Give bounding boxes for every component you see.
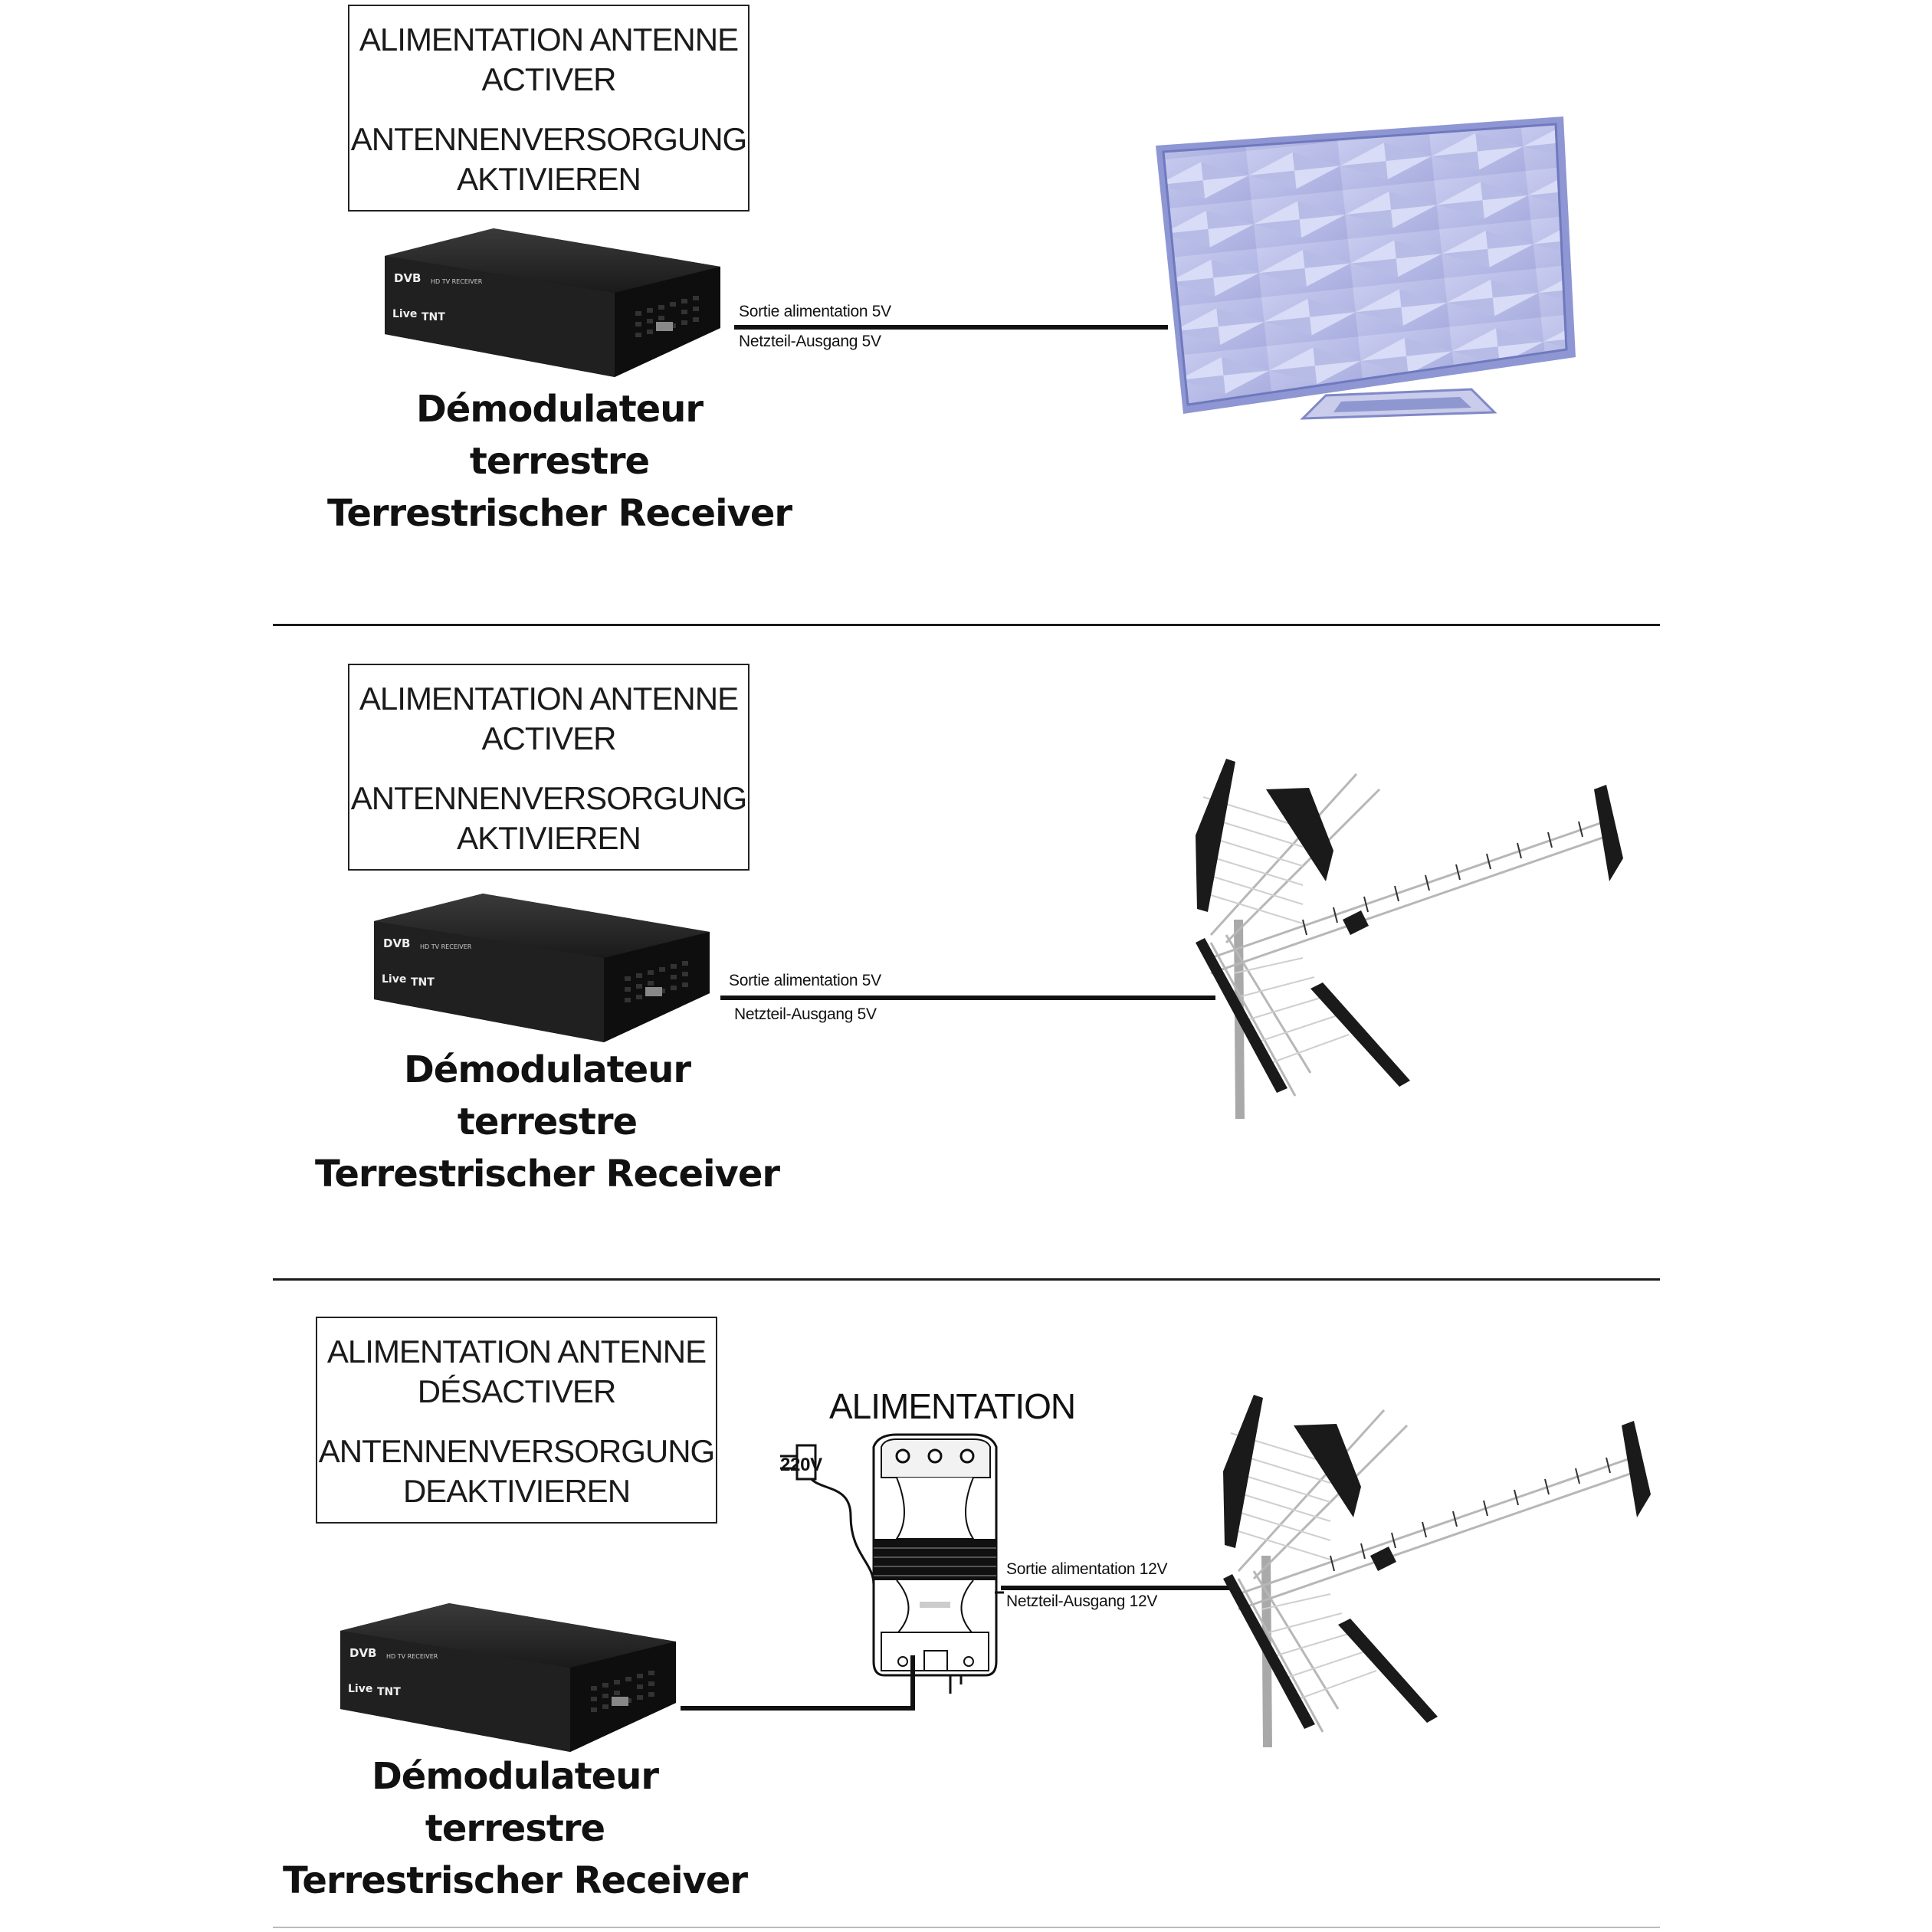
- notice-line: ANTENNENVERSORGUNG: [350, 121, 747, 157]
- receiver-model-text: HD TV RECEIVER: [386, 1653, 438, 1660]
- receiver-logo-tnt: TNT: [421, 311, 445, 323]
- power-supply-title: ALIMENTATION: [829, 1386, 1076, 1426]
- cable-line-2: [720, 996, 1215, 1000]
- notice-line: ALIMENTATION ANTENNE: [326, 1333, 707, 1369]
- cable-label-top-1: Sortie alimentation 5V: [739, 303, 891, 320]
- receiver-model-text: HD TV RECEIVER: [420, 943, 472, 950]
- cable-line-1: [734, 325, 1168, 330]
- notice-line: AKTIVIEREN: [457, 161, 641, 197]
- receiver-logo-live: Live: [348, 1683, 372, 1695]
- cable-label-bottom-3: Netzteil-Ausgang 12V: [1006, 1593, 1158, 1610]
- receiver-brand-text: DVB: [349, 1646, 377, 1660]
- cable-label-bottom-2: Netzteil-Ausgang 5V: [734, 1005, 877, 1023]
- outdoor-antenna-illustration: [1223, 1395, 1651, 1748]
- receiver-brand-text: DVB: [394, 271, 421, 285]
- cable-label-bottom-1: Netzteil-Ausgang 5V: [739, 333, 881, 350]
- notice-line: ANTENNENVERSORGUNG: [318, 1433, 715, 1469]
- notice-box-2: ALIMENTATION ANTENNE ACTIVER ANTENNENVER…: [348, 664, 750, 871]
- notice-line: DÉSACTIVER: [417, 1373, 616, 1409]
- notice-box-3: ALIMENTATION ANTENNE DÉSACTIVER ANTENNEN…: [316, 1317, 717, 1524]
- power-supply-illustration: [780, 1433, 1004, 1694]
- bottom-rule: [273, 1927, 1660, 1928]
- receiver-illustration-1: DVB HD TV RECEIVER Live TNT: [385, 228, 720, 377]
- receiver-model-text: HD TV RECEIVER: [431, 278, 483, 285]
- notice-line: DEAKTIVIEREN: [402, 1473, 631, 1509]
- cable-label-top-2: Sortie alimentation 5V: [729, 972, 881, 989]
- notice-box-1: ALIMENTATION ANTENNE ACTIVER ANTENNENVER…: [348, 5, 750, 212]
- receiver-brand-text: DVB: [383, 936, 411, 950]
- receiver-illustration-2: DVB HD TV RECEIVER Live TNT: [374, 894, 710, 1042]
- receiver-logo-tnt: TNT: [411, 976, 435, 989]
- notice-line: AKTIVIEREN: [457, 820, 641, 856]
- receiver-logo-live: Live: [392, 308, 417, 320]
- receiver-logo-tnt: TNT: [377, 1686, 401, 1698]
- section-divider: [273, 1278, 1660, 1281]
- receiver-caption-3: Démodulateur terrestre Terrestrischer Re…: [277, 1750, 753, 1907]
- section-divider: [273, 624, 1660, 626]
- flat-antenna-illustration: [1156, 116, 1576, 420]
- receiver-caption-fr: Démodulateur terrestre: [371, 1755, 659, 1850]
- notice-line: ALIMENTATION ANTENNE: [359, 681, 739, 717]
- receiver-illustration-3: DVB HD TV RECEIVER Live TNT: [340, 1603, 676, 1752]
- receiver-caption-de: Terrestrischer Receiver: [314, 1153, 780, 1196]
- cable-receiver-to-psu: [681, 1706, 915, 1711]
- notice-line: ACTIVER: [481, 61, 616, 97]
- receiver-caption-1: Démodulateur terrestre Terrestrischer Re…: [322, 383, 797, 540]
- receiver-logo-live: Live: [382, 973, 406, 986]
- receiver-caption-de: Terrestrischer Receiver: [282, 1859, 748, 1902]
- cable-psu-to-antenna: [1001, 1586, 1231, 1590]
- outdoor-antenna-illustration: [1196, 759, 1623, 1120]
- mains-voltage-label: 220V: [780, 1455, 822, 1475]
- receiver-caption-fr: Démodulateur terrestre: [403, 1048, 691, 1143]
- receiver-caption-fr: Démodulateur terrestre: [415, 388, 704, 483]
- notice-line: ANTENNENVERSORGUNG: [350, 780, 747, 816]
- receiver-caption-de: Terrestrischer Receiver: [326, 492, 792, 535]
- notice-line: ALIMENTATION ANTENNE: [359, 21, 739, 57]
- cable-receiver-to-psu-vertical: [910, 1655, 915, 1711]
- notice-line: ACTIVER: [481, 720, 616, 756]
- receiver-caption-2: Démodulateur terrestre Terrestrischer Re…: [310, 1044, 785, 1200]
- cable-label-top-3: Sortie alimentation 12V: [1006, 1560, 1168, 1578]
